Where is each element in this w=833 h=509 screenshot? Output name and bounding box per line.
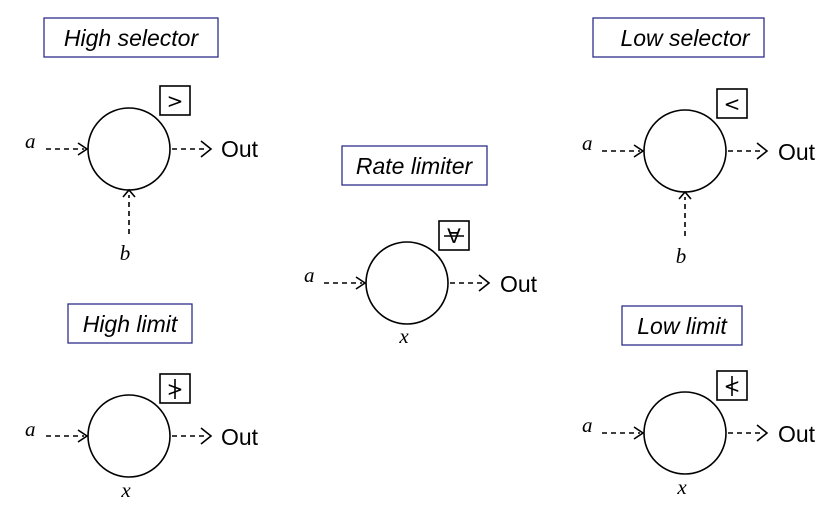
low-selector-symbol: <: [724, 92, 741, 116]
low-selector-input-a-arrowhead: [633, 144, 645, 158]
low-limit-input-a-label: a: [582, 413, 593, 437]
high-selector-input-b-label: b: [120, 241, 131, 265]
low-selector-output-arrowhead: [756, 142, 769, 160]
low-limit-param-label: x: [676, 475, 687, 499]
low-selector-input-b-label: b: [676, 244, 687, 268]
low-selector-node: [643, 109, 727, 193]
low-selector-output-label: Out: [778, 139, 816, 165]
rate-limiter-node: [365, 241, 449, 325]
rate-limiter-output-label: Out: [500, 271, 538, 297]
rate-limiter-input-a-arrowhead: [355, 276, 367, 290]
high-selector-output-label: Out: [221, 136, 259, 162]
high-selector-input-a-label: a: [25, 129, 36, 153]
high-limit-input-a-arrowhead: [77, 429, 89, 443]
high-limit-title: High limit: [83, 311, 179, 337]
high-limit-title-box: [67, 303, 193, 344]
low-limit-title: Low limit: [637, 313, 728, 339]
low-selector-title-box: [592, 17, 765, 58]
low-selector-title: Low selector: [620, 25, 750, 51]
low-selector-input-a-label: a: [582, 131, 593, 155]
rate-limiter-block: Rate limiter ∀ a x Out: [304, 145, 538, 348]
rate-limiter-param-label: x: [398, 324, 409, 348]
high-limit-output-arrowhead: [200, 427, 213, 445]
high-limit-node: [87, 394, 171, 478]
low-limit-block: Low limit < a x Out: [582, 305, 816, 499]
high-limit-input-a-label: a: [25, 417, 36, 441]
high-limit-param-label: x: [120, 478, 131, 502]
high-selector-output-arrowhead: [200, 140, 213, 158]
rate-limiter-output-arrowhead: [478, 274, 491, 292]
low-limit-node: [643, 391, 727, 475]
rate-limiter-title: Rate limiter: [356, 153, 474, 179]
high-selector-block: High selector > a b Out: [25, 17, 259, 265]
high-selector-input-b-arrowhead: [122, 188, 136, 198]
high-selector-symbol: >: [167, 89, 184, 113]
high-selector-node: [87, 107, 171, 191]
high-selector-title: High selector: [64, 25, 200, 51]
low-selector-input-b-arrowhead: [678, 190, 692, 200]
high-selector-title-box: [43, 17, 219, 58]
low-limit-title-box: [621, 305, 743, 346]
rate-limiter-title-box: [341, 145, 488, 186]
low-limit-output-label: Out: [778, 421, 816, 447]
low-limit-output-arrowhead: [756, 424, 769, 442]
low-limit-input-a-arrowhead: [633, 426, 645, 440]
high-selector-input-a-arrowhead: [77, 142, 89, 156]
high-limit-output-label: Out: [221, 424, 259, 450]
low-selector-block: Low selector < a b Out: [582, 17, 816, 268]
rate-limiter-input-a-label: a: [304, 263, 315, 287]
low-selector-symbol-box: [716, 88, 748, 119]
high-selector-symbol-box: [159, 85, 191, 116]
high-limit-block: High limit > a x Out: [25, 303, 259, 502]
